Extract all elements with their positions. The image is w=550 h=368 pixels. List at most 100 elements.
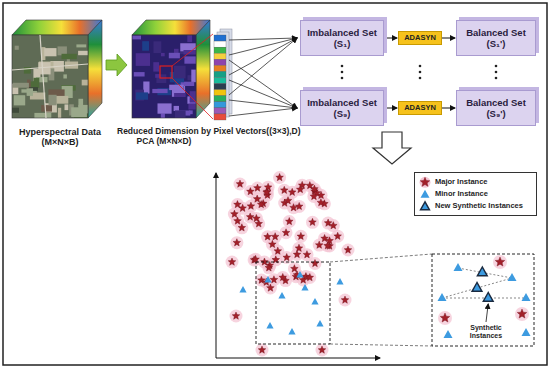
zoom-guide <box>330 344 432 346</box>
major-star <box>234 201 242 208</box>
data-set-box: Balanced Set (S₁') <box>456 20 536 56</box>
halo-dot <box>286 186 299 199</box>
flow-arrow <box>442 38 455 39</box>
halo-dot <box>230 310 243 323</box>
major-star <box>247 188 255 195</box>
pixel-cell <box>214 102 226 108</box>
ellipsis-dot <box>495 71 498 74</box>
image-patch <box>78 51 88 55</box>
legend-text: Minor Instance <box>435 189 488 199</box>
box-text: Imbalanced Set (S₁) <box>303 27 381 50</box>
cube-front-face <box>132 35 196 118</box>
image-patch <box>63 74 67 78</box>
sampling-arrow <box>229 60 297 108</box>
halo-dot <box>339 294 352 307</box>
pixel-cell <box>214 35 226 41</box>
halo-dot <box>276 271 289 284</box>
image-patch <box>44 48 56 56</box>
halo-dot <box>314 196 327 209</box>
sampling-arrow <box>229 38 297 95</box>
halo-dot <box>493 255 507 269</box>
method-box: ADASYN <box>398 101 442 115</box>
sampling-arrow <box>229 100 297 108</box>
image-patch <box>187 35 192 42</box>
major-star <box>274 247 282 254</box>
major-star <box>264 183 272 190</box>
major-star <box>324 242 332 249</box>
halo-dot <box>316 344 329 357</box>
sampling-arrow <box>229 38 297 75</box>
pixel-cell <box>214 108 226 114</box>
image-patch <box>27 88 33 96</box>
caption-label: Pixel Vectors((3×3),D) <box>212 127 302 137</box>
minor-triangle <box>438 293 447 301</box>
minor-triangle <box>336 278 343 284</box>
major-star <box>231 210 239 217</box>
y-axis <box>216 173 217 358</box>
image-patch <box>175 110 186 118</box>
major-star <box>306 274 314 281</box>
image-patch <box>34 78 40 88</box>
minor-triangle <box>278 292 285 298</box>
image-patch <box>191 70 196 83</box>
road-line <box>12 64 88 70</box>
major-star <box>315 241 323 248</box>
selection-square <box>160 66 172 78</box>
process-arrow <box>106 54 127 76</box>
major-star <box>288 188 296 195</box>
figure-frame <box>3 3 547 365</box>
legend-entry: New Synthetic Instances <box>419 200 532 212</box>
halo-dot <box>342 244 355 257</box>
minor-triangle <box>522 328 531 336</box>
box-text: ADASYN <box>404 34 436 42</box>
halo-dot <box>293 242 306 255</box>
major-star <box>257 200 265 207</box>
image-patch <box>15 46 19 50</box>
major-star <box>440 313 450 322</box>
minor-triangle <box>316 320 323 326</box>
minor-triangle <box>266 322 273 328</box>
minor-triangle <box>264 276 271 282</box>
legend-icon <box>419 200 431 212</box>
image-patch <box>49 95 57 106</box>
data-set-box: Balanced Set (S₉') <box>456 90 536 126</box>
major-star <box>284 197 292 204</box>
pixel-cell <box>214 59 226 65</box>
box-text: Balanced Set (S₁') <box>459 27 533 50</box>
major-star <box>290 204 298 211</box>
major-star <box>295 244 303 251</box>
legend-text: New Synthetic Instances <box>435 201 523 211</box>
ellipsis-dot <box>419 71 422 74</box>
method-box: ADASYN <box>398 31 442 45</box>
halo-dot <box>309 257 322 270</box>
image-patch <box>71 107 87 117</box>
pixel-cell <box>214 78 226 84</box>
major-star <box>255 220 263 227</box>
cube-side-face <box>88 20 102 118</box>
minor-triangle <box>444 330 453 338</box>
image-patch <box>155 74 160 78</box>
halo-dot <box>256 344 269 357</box>
halo-dot <box>235 221 248 234</box>
pixel-cell <box>214 90 226 96</box>
major-star <box>279 273 287 280</box>
hyperspectral-cube <box>12 20 102 118</box>
sampling-arrow <box>229 80 297 108</box>
major-star <box>232 312 240 319</box>
image-patch <box>174 66 186 79</box>
minor-triangle <box>301 284 308 290</box>
ellipsis-dot <box>495 65 498 68</box>
zoom-line <box>172 78 213 119</box>
ellipsis-dot <box>341 65 344 68</box>
major-star <box>295 202 303 209</box>
box-text: ADASYN <box>404 104 436 112</box>
ellipsis-dot <box>341 77 344 80</box>
leader-arrow <box>486 304 488 322</box>
image-patch <box>161 114 165 119</box>
major-star <box>283 253 291 260</box>
cube-side-face <box>196 20 210 118</box>
image-patch <box>76 44 86 47</box>
ellipsis-dot <box>341 71 344 74</box>
caption-label: Reduced Dimension by PCA (M×N×D) <box>112 127 216 147</box>
minor-triangle <box>508 273 517 281</box>
